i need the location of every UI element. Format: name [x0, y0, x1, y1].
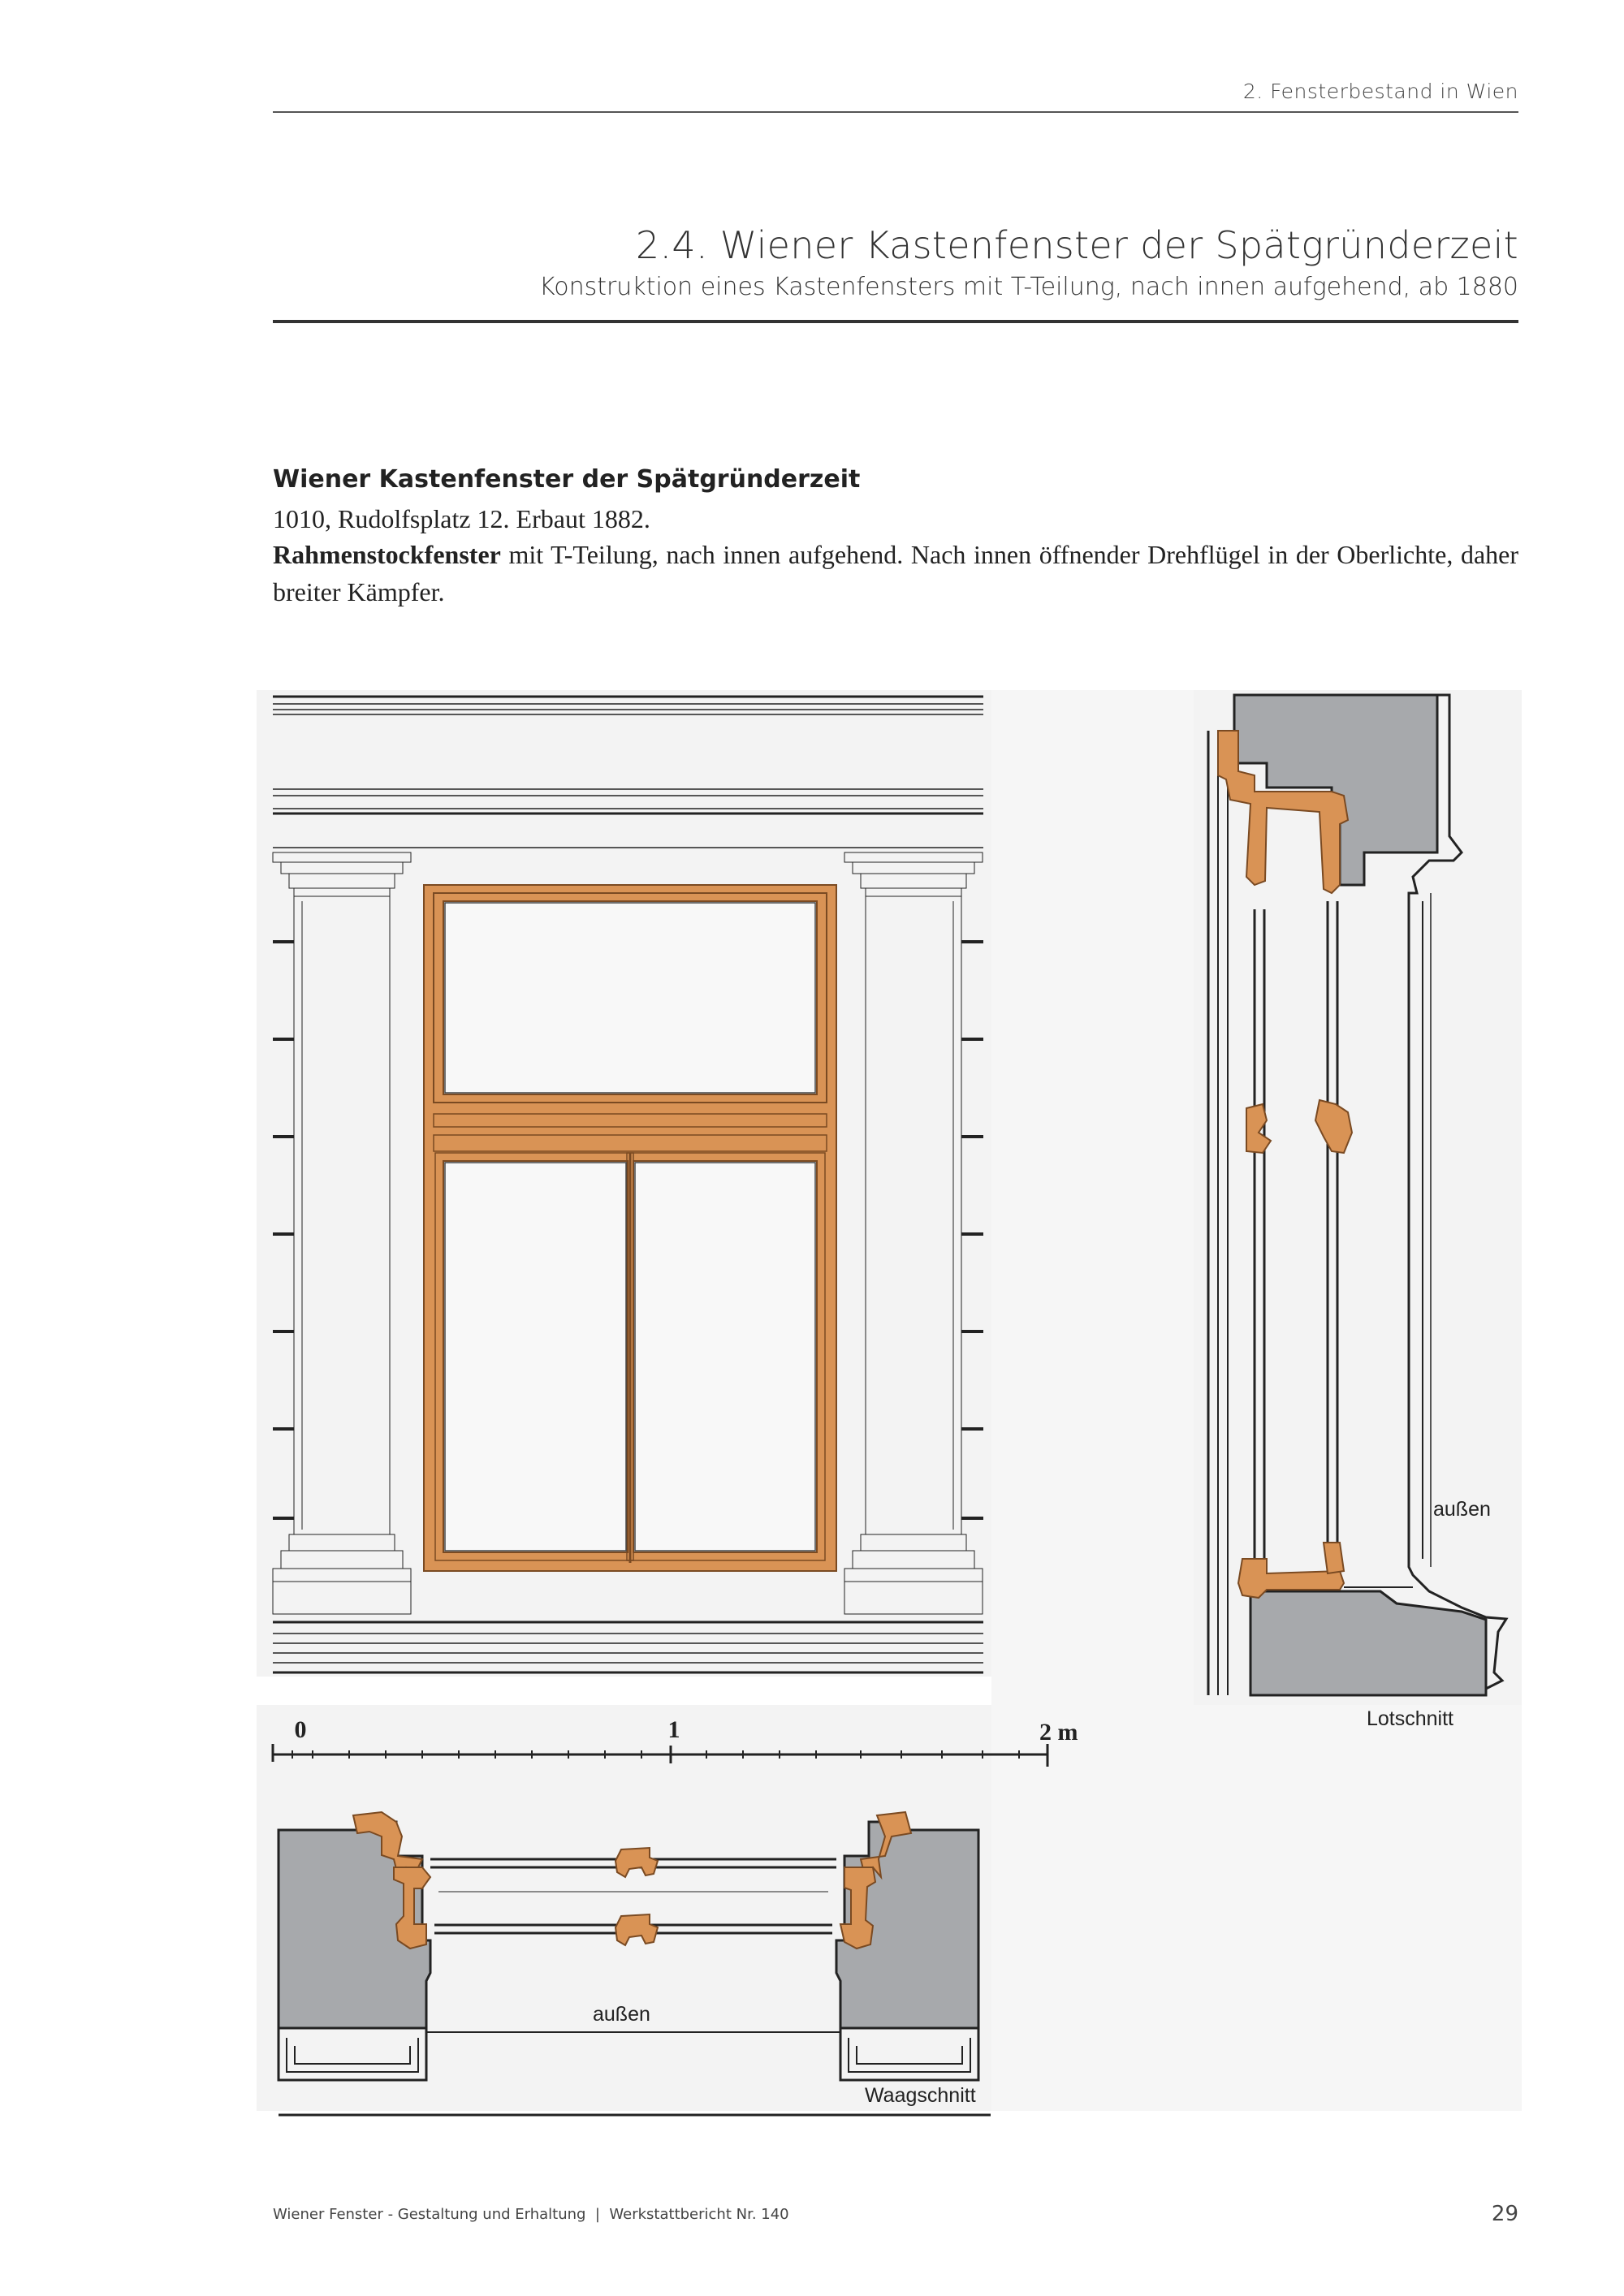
- section-rule: [273, 320, 1518, 323]
- entry-type: Rahmenstockfenster: [273, 540, 501, 569]
- vertical-section: [1207, 693, 1509, 1697]
- frame-sections-vertical: [1217, 730, 1354, 1599]
- entry-location: 1010, Rudolfsplatz 12. Erbaut 1882.: [273, 504, 650, 533]
- entry-description-text: mit T-Teilung, nach innen aufgehend. Nac…: [273, 540, 1518, 606]
- window-frame-elevation: [423, 884, 837, 1572]
- footer-publication: Wiener Fenster - Gestaltung und Erhaltun…: [273, 2206, 789, 2223]
- left-sash-glass: [444, 1162, 627, 1552]
- facade-elevation: [272, 695, 983, 1674]
- left-pilaster: [272, 852, 412, 1615]
- right-sash-glass: [634, 1162, 816, 1552]
- scale-label-0: 0: [295, 1716, 307, 1743]
- label-aussen-section: außen: [1433, 1498, 1491, 1521]
- label-waagschnitt: Waagschnitt: [865, 2084, 976, 2107]
- header-rule: [273, 111, 1518, 113]
- entry-heading: Wiener Kastenfenster der Spätgründerzeit: [273, 465, 861, 494]
- scale-label-2m: 2 m: [1039, 1719, 1078, 1746]
- entry-description: Rahmenstockfenster mit T-Teilung, nach i…: [273, 536, 1518, 611]
- running-header: 2. Fensterbestand in Wien: [1242, 80, 1518, 103]
- page-number: 29: [1491, 2202, 1518, 2226]
- rustication-marks: [273, 940, 983, 1520]
- scale-bar: [271, 1744, 1049, 1767]
- section-title: 2.4. Wiener Kastenfenster der Spätgründe…: [635, 223, 1518, 267]
- transom-glass: [444, 902, 816, 1094]
- horizontal-section: [277, 1810, 991, 2117]
- section-subtitle: Konstruktion eines Kastenfensters mit T-…: [539, 273, 1518, 301]
- frame-sections-horizontal: [352, 1810, 913, 1950]
- scale-label-1: 1: [668, 1716, 680, 1743]
- sill-wall: [1249, 1590, 1488, 1697]
- right-pilaster: [844, 852, 983, 1615]
- label-aussen-plan: außen: [593, 2003, 650, 2026]
- label-lotschnitt: Lotschnitt: [1367, 1707, 1453, 1730]
- window-drawing-figure: 0 1 2 m außen Lotschnitt: [257, 690, 1522, 2117]
